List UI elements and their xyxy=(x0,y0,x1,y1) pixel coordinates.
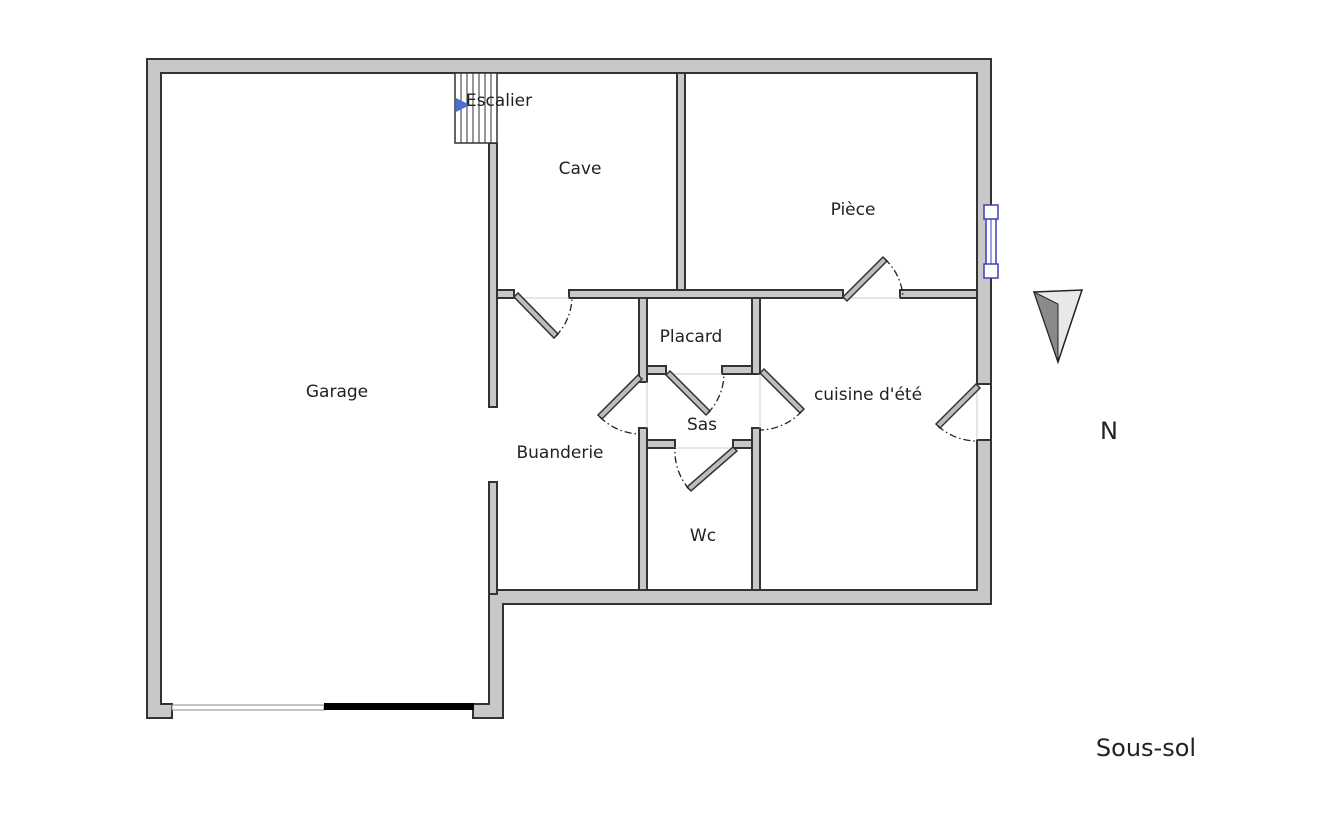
wall-placard-right xyxy=(751,297,761,375)
room-label-placard: Placard xyxy=(660,327,723,347)
room-label-cuisine: cuisine d'été xyxy=(814,385,922,405)
door-buanderie-swing xyxy=(599,416,641,435)
door-exterior-swing xyxy=(937,425,978,442)
garage-door xyxy=(171,703,474,711)
door-exterior[interactable] xyxy=(934,382,982,430)
door-cave[interactable] xyxy=(512,291,560,340)
room-label-cave: Cave xyxy=(559,159,602,179)
staircase xyxy=(454,72,498,144)
wall-sas-bottom-left xyxy=(646,439,676,449)
door-wc[interactable] xyxy=(685,445,739,493)
doors xyxy=(512,255,982,493)
door-cave-swing xyxy=(555,297,573,337)
wall-cave-bottom-left xyxy=(496,289,515,299)
door-placard[interactable] xyxy=(664,369,712,417)
room-label-escalier: Escalier xyxy=(466,91,532,111)
stair-direction-arrow-icon xyxy=(456,98,470,112)
door-piece[interactable] xyxy=(841,255,889,303)
wall-sas-bottom-right xyxy=(732,439,753,449)
door-wc-swing xyxy=(674,447,690,490)
wall-cave-bottom-right xyxy=(568,289,844,299)
room-label-buanderie: Buanderie xyxy=(516,443,603,463)
garage-door-leaf[interactable] xyxy=(324,703,474,710)
door-cuisine[interactable] xyxy=(758,367,806,415)
room-label-wc: Wc xyxy=(690,526,716,546)
window-piece xyxy=(983,204,999,279)
room-labels: Garage Escalier Cave Pièce Placard Sas B… xyxy=(306,91,922,546)
wall-piece-bottom-right xyxy=(899,289,978,299)
wall-garage-upper xyxy=(488,142,498,408)
wall-placard-bottom-left xyxy=(646,365,667,375)
wall-cave-piece xyxy=(676,72,686,299)
room-label-garage: Garage xyxy=(306,382,368,402)
wall-placard-bottom-right xyxy=(721,365,753,375)
wall-sas-left xyxy=(638,427,648,591)
room-label-piece: Pièce xyxy=(831,200,876,220)
wall-garage-lower xyxy=(488,481,498,595)
wall-sas-right xyxy=(751,427,761,591)
door-placard-swing xyxy=(707,373,725,414)
door-piece-swing xyxy=(884,258,904,297)
room-label-sas: Sas xyxy=(687,415,717,435)
compass: N xyxy=(1032,289,1118,445)
compass-north-label: N xyxy=(1100,417,1118,445)
interior-walls xyxy=(488,72,978,595)
wall-placard-left xyxy=(638,297,648,383)
door-cuisine-swing xyxy=(759,410,803,431)
door-buanderie[interactable] xyxy=(596,373,644,421)
level-name: Sous-sol xyxy=(1096,734,1196,762)
